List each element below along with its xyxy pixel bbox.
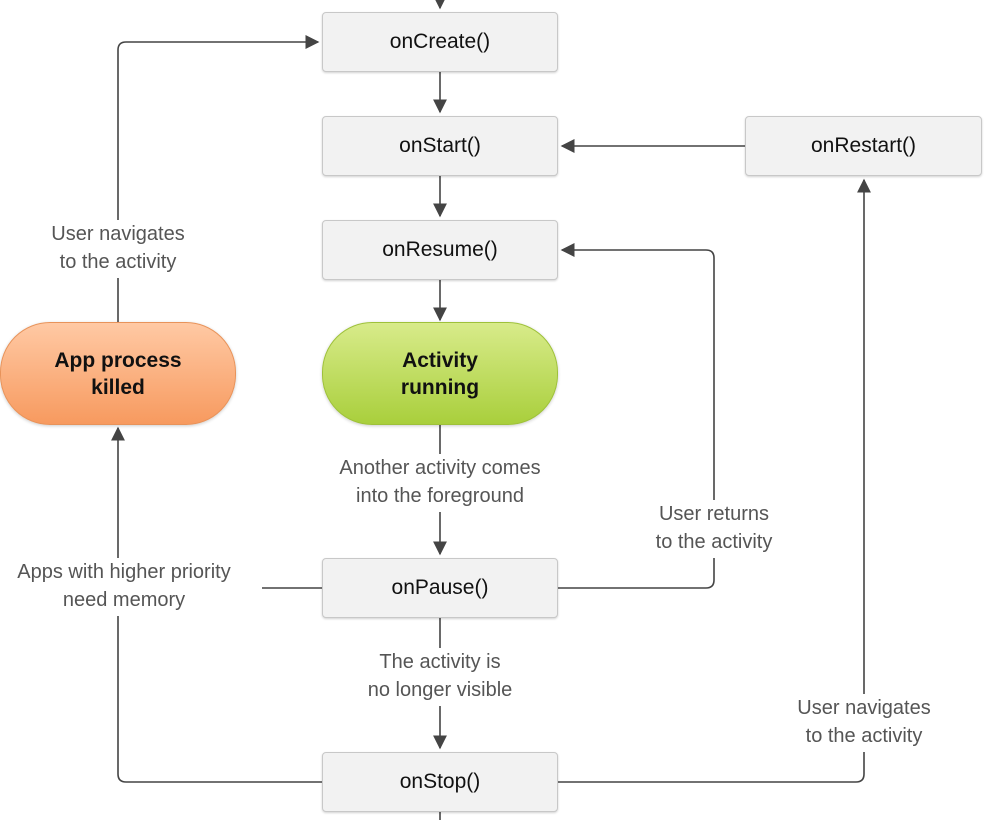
- user-returns-label: User returns to the activity: [634, 500, 794, 558]
- user-navigates-label-right: User navigates to the activity: [772, 694, 956, 752]
- user-navigates-label-left: User navigates to the activity: [12, 220, 224, 278]
- on-restart-node: onRestart(): [745, 116, 982, 176]
- activity-running-node: Activity running: [322, 322, 558, 425]
- on-pause-node: onPause(): [322, 558, 558, 618]
- on-stop-node: onStop(): [322, 752, 558, 812]
- on-resume-node: onResume(): [322, 220, 558, 280]
- on-create-node: onCreate(): [322, 12, 558, 72]
- killed-to-create-arrow: [117, 35, 320, 322]
- stop-to-killed-arrow: [111, 426, 322, 783]
- pause-to-resume-arrow: [558, 243, 715, 589]
- stop-to-restart-arrow: [558, 178, 871, 783]
- higher-priority-label: Apps with higher priority need memory: [0, 558, 262, 616]
- no-longer-visible-label: The activity is no longer visible: [340, 648, 540, 706]
- another-activity-label: Another activity comes into the foregrou…: [305, 454, 575, 512]
- app-process-killed-node: App process killed: [0, 322, 236, 425]
- on-start-node: onStart(): [322, 116, 558, 176]
